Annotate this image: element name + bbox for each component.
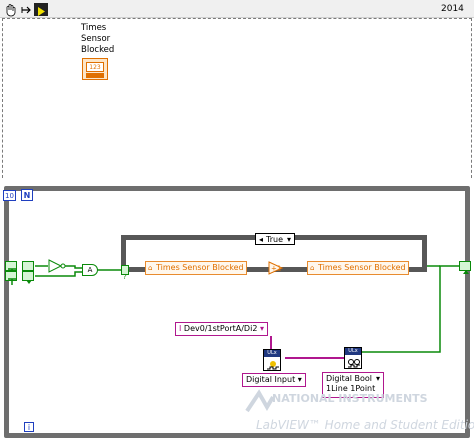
shift-register-left-2[interactable]	[22, 271, 34, 284]
counter-type-bar	[86, 73, 104, 78]
channel-icon: I	[179, 324, 182, 333]
local-variable-write-label: Times Sensor Blocked	[318, 263, 406, 272]
ni-logo-icon	[245, 389, 275, 413]
loop-count-constant[interactable]: 10	[3, 190, 16, 201]
case-selector-terminal: ?	[121, 265, 129, 281]
loop-iteration-terminal: i	[24, 422, 34, 432]
times-sensor-blocked-control[interactable]: 123	[82, 58, 108, 80]
loop-count-terminal: N	[21, 189, 33, 201]
ulx-read-icon[interactable]: ULx	[344, 347, 362, 369]
svg-text:+1: +1	[271, 265, 281, 273]
case-selector-left-arrow[interactable]: ◂	[259, 235, 264, 244]
local-variable-times-sensor-blocked-write[interactable]: ⌂ Times Sensor Blocked	[307, 261, 409, 275]
arrow-right-icon[interactable]	[20, 2, 34, 16]
case-selector[interactable]: ◂ True ▾	[255, 233, 295, 245]
daq-channel-constant[interactable]: I Dev0/1stPortA/Di2 ▾	[175, 322, 268, 336]
toolbar	[0, 0, 474, 18]
hand-icon[interactable]	[4, 2, 18, 17]
increment-icon[interactable]: +1	[268, 261, 286, 275]
local-variable-read-label: Times Sensor Blocked	[156, 263, 244, 272]
ulx-create-channel-icon[interactable]: ULx	[263, 349, 281, 371]
boolean-constant-2[interactable]	[5, 271, 17, 285]
counter-value: 123	[86, 62, 104, 72]
watermark-edition: LabVIEW™ Home and Student Edition	[256, 418, 474, 432]
not-gate-icon[interactable]	[48, 259, 66, 273]
digital-bool-selector[interactable]: Digital Bool 1Line 1Point ▾	[322, 372, 384, 398]
frame-year-label: 2014	[441, 4, 464, 14]
case-selector-dropdown-icon[interactable]: ▾	[287, 235, 292, 244]
and-gate[interactable]: A	[82, 264, 98, 276]
case-selector-value: True	[266, 235, 283, 244]
digital-input-dropdown-icon[interactable]: ▾	[297, 375, 302, 384]
sequence-frame	[2, 18, 472, 178]
channel-dropdown-icon[interactable]: ▾	[259, 324, 264, 333]
digital-bool-label-2: 1Line 1Point	[326, 384, 376, 393]
digital-bool-dropdown-icon[interactable]: ▾	[376, 374, 381, 383]
home-icon: ⌂	[148, 264, 153, 272]
svg-text:?: ?	[123, 273, 127, 281]
digital-input-selector[interactable]: Digital Input ▾	[242, 373, 306, 387]
channel-name: Dev0/1stPortA/Di2	[183, 324, 258, 333]
home-icon: ⌂	[310, 264, 315, 272]
digital-bool-label-1: Digital Bool	[326, 374, 372, 383]
for-loop	[4, 186, 470, 438]
local-variable-times-sensor-blocked-read[interactable]: ⌂ Times Sensor Blocked	[145, 261, 247, 275]
shift-register-right[interactable]	[459, 261, 471, 274]
counter-label: Times Sensor Blocked	[81, 23, 115, 55]
watermark-brand: NATIONAL INSTRUMENTS	[272, 392, 428, 405]
run-icon[interactable]	[34, 3, 48, 16]
digital-input-label: Digital Input	[246, 375, 296, 384]
